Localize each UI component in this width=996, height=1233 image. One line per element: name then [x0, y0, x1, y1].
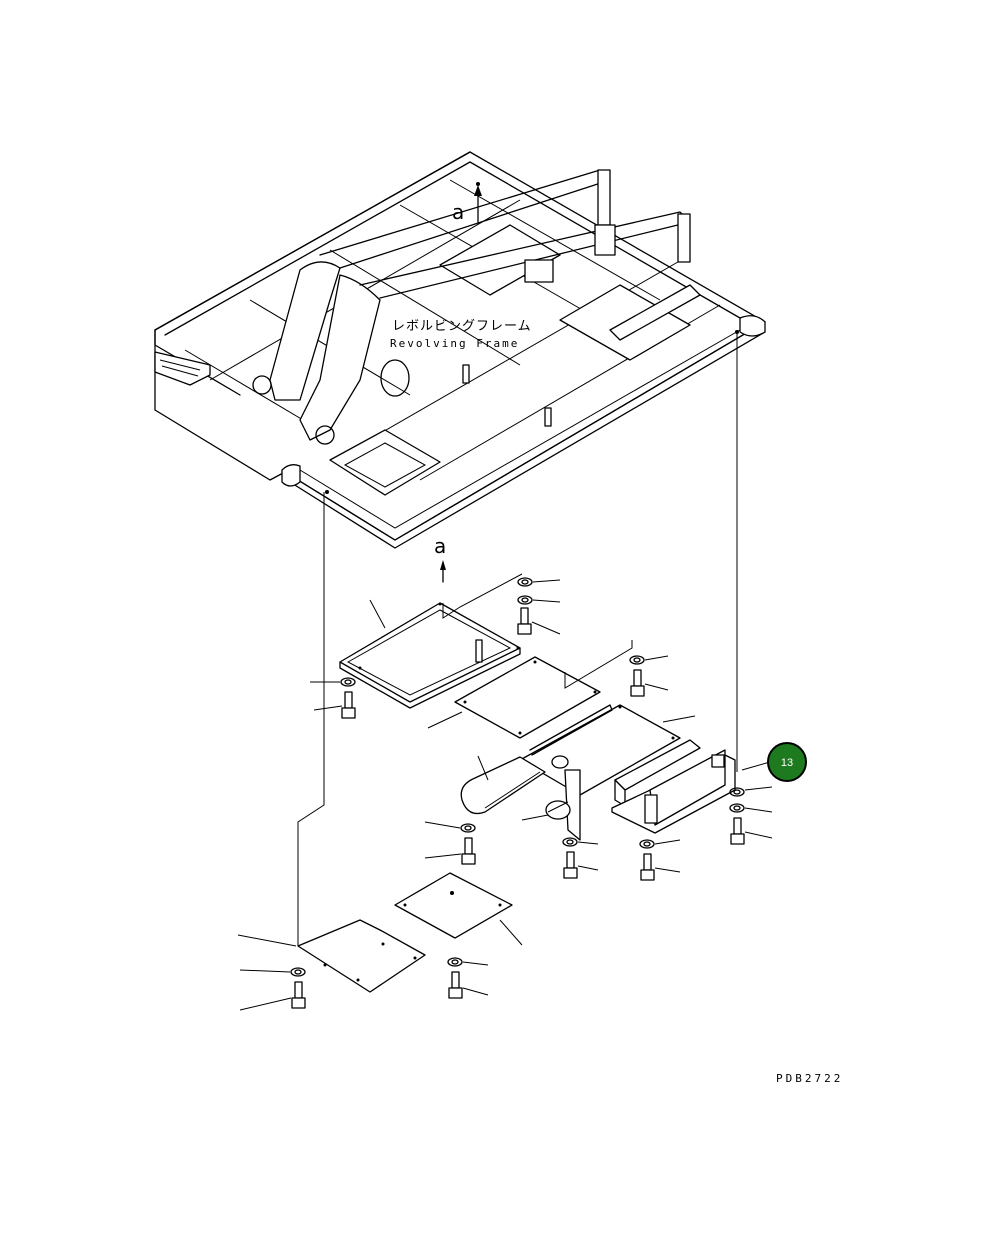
- fastener-set-6: [639, 839, 655, 881]
- fastener-set-5: [562, 837, 578, 879]
- fastener-set-2: [340, 677, 356, 719]
- fastener-set-3: [629, 655, 645, 697]
- cover-strip: [460, 756, 546, 815]
- bottom-plate-middle: [394, 872, 513, 939]
- cap-piece: [545, 800, 571, 820]
- revolving-frame: [154, 151, 766, 549]
- fastener-set-4: [460, 823, 476, 865]
- callout-badge-number: 13: [781, 757, 793, 769]
- upper-arrow: [474, 185, 482, 223]
- callout-badge-13[interactable]: 13: [767, 742, 807, 782]
- leader-line-left: [297, 492, 325, 946]
- lower-arrow: [440, 560, 446, 583]
- cover-plate-1: [339, 573, 523, 709]
- box-cover: [611, 739, 736, 834]
- lower-arrow-label: a: [434, 534, 446, 558]
- frame-label-jp: レボルビングフレーム: [392, 319, 532, 334]
- cover-plate-3: [519, 704, 681, 841]
- fastener-set-9: [447, 957, 463, 999]
- bottom-plate-left: [297, 919, 426, 993]
- fastener-set-7: [729, 787, 745, 845]
- fastener-set-1: [517, 577, 533, 635]
- cover-plate-2: [454, 640, 633, 739]
- fasteners: [290, 577, 745, 1009]
- drawing-code: PDB2722: [776, 1072, 843, 1085]
- frame-label-en: Revolving Frame: [390, 337, 519, 350]
- upper-arrow-label: a: [452, 200, 464, 224]
- fastener-set-8: [290, 967, 306, 1009]
- callout-leaders: [237, 579, 773, 1011]
